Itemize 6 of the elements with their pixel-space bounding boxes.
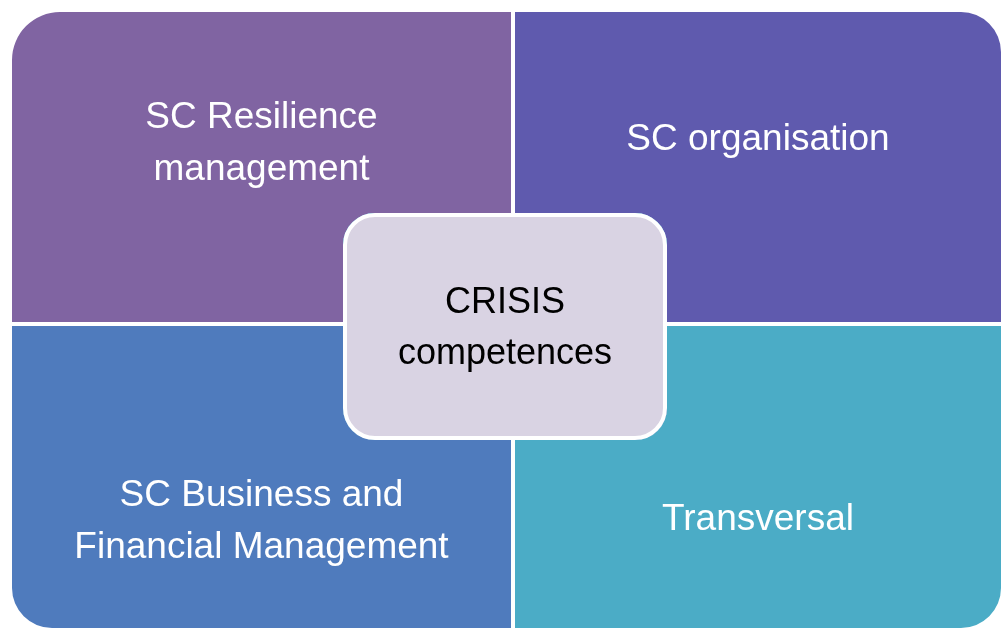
node-label: CRISIS competences bbox=[396, 279, 614, 374]
node-label: SC Resilience management bbox=[144, 94, 379, 190]
node-label: Transversal bbox=[661, 496, 855, 540]
node-label: SC Business and Financial Management bbox=[73, 472, 450, 568]
node-label: SC organisation bbox=[625, 116, 891, 160]
center-box bbox=[343, 213, 667, 440]
